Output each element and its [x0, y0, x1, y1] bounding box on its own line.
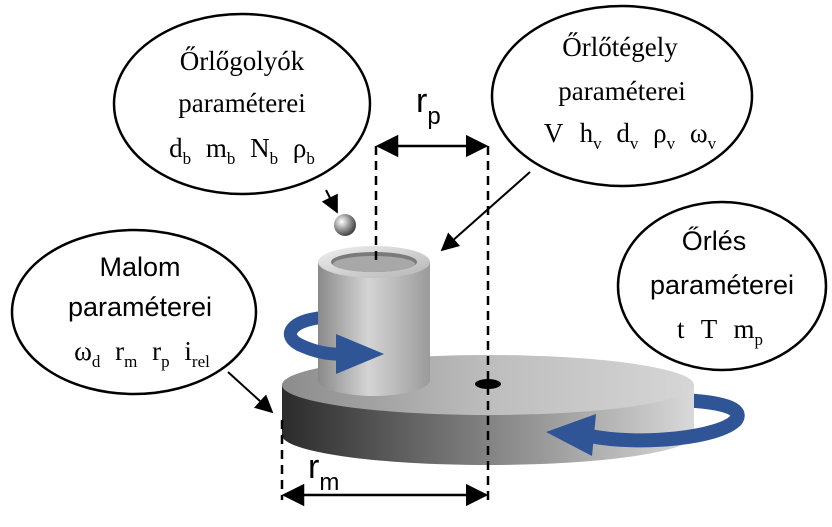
- vial-parameters-callout: Őrlőtégely paraméterei V hv dv ρv ωv: [490, 4, 754, 188]
- vial-title-line2: paraméterei: [558, 76, 685, 106]
- grinding-title-line2: paraméterei: [650, 270, 794, 300]
- mill-pointer-arrow: [227, 371, 274, 414]
- balls-title-line2: paraméterei: [178, 88, 305, 118]
- grinding-variables: t T mp: [677, 314, 763, 349]
- disc-center-hole: [475, 379, 501, 389]
- grinding-vial: [318, 246, 430, 396]
- mill-parameters-callout: Malom paraméterei ωd rm rp irel: [10, 228, 258, 396]
- grinding-ball: [334, 214, 356, 236]
- rp-label: rp: [416, 82, 441, 130]
- balls-parameters-callout: Őrlőgolyók paraméterei db mb Nb ρb: [112, 12, 372, 196]
- vial-variables: V hv dv ρv ωv: [544, 118, 717, 155]
- balls-variables: db mb Nb ρb: [169, 133, 315, 170]
- disc-rotation-arrow-head: [546, 414, 596, 456]
- balls-pointer-arrow: [321, 189, 338, 214]
- disc-rotation-arrow: [583, 413, 743, 448]
- mill-title-line1: Malom: [99, 252, 180, 282]
- balls-title-line1: Őrlőgolyók: [180, 46, 305, 76]
- mill-title-line2: paraméterei: [68, 292, 212, 322]
- vial-pointer-arrow: [440, 171, 531, 252]
- mill-variables: ωd rm rp irel: [74, 336, 210, 373]
- grinding-parameters-callout: Őrlés paraméterei t T mp: [616, 200, 828, 372]
- grinding-title-line1: Őrlés: [682, 225, 747, 256]
- vial-rotation-arrow-head: [336, 334, 384, 374]
- rm-label: rm: [308, 448, 339, 496]
- vial-title-line1: Őrlőtégely: [562, 32, 678, 62]
